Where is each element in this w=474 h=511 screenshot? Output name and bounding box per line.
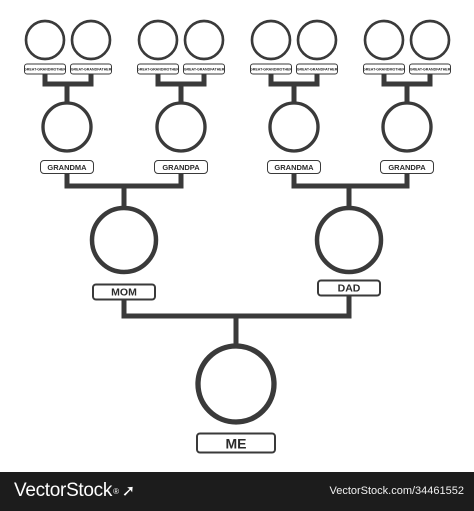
arrow-icon: ➚ [121, 483, 135, 500]
avatar-ring [41, 101, 93, 153]
person-great-grand-2 [70, 19, 112, 61]
person-great-grand-5 [250, 19, 292, 61]
avatar-ring [155, 101, 207, 153]
label-mom: MOM [92, 283, 156, 301]
label-great-grandmother-4: GREAT-GRANDMOTHER [363, 63, 405, 75]
avatar-circle [270, 103, 318, 151]
avatar-circle [383, 103, 431, 151]
family-tree-diagram: GREAT-GRANDMOTHER GREAT-GRANDFATHER GREA… [24, 19, 451, 454]
label-great-grandmother-2: GREAT-GRANDMOTHER [137, 63, 179, 75]
avatar-circle [317, 208, 381, 272]
avatar-circle [365, 21, 403, 59]
avatar-ring [268, 101, 320, 153]
avatar-ring [195, 343, 277, 425]
family-tree-svg [24, 19, 451, 425]
connectors [42, 71, 433, 349]
person-great-grand-1 [24, 19, 66, 61]
avatar-circle [185, 21, 223, 59]
avatar-circle [92, 208, 156, 272]
avatar-ring [363, 19, 405, 61]
avatar-circle [72, 21, 110, 59]
label-grandma-1: GRANDMA [40, 160, 94, 174]
person-grandma-2 [268, 101, 320, 153]
person-grandma-1 [41, 101, 93, 153]
person-great-grand-7 [363, 19, 405, 61]
person-dad [314, 205, 384, 275]
nodes [24, 19, 451, 425]
label-great-grandmother-3: GREAT-GRANDMOTHER [250, 63, 292, 75]
person-grandpa-1 [155, 101, 207, 153]
person-me [195, 343, 277, 425]
avatar-ring [250, 19, 292, 61]
vectorstock-logo: VectorStock® ➚ [14, 480, 135, 502]
avatar-ring [296, 19, 338, 61]
person-great-grand-8 [409, 19, 451, 61]
avatar-circle [298, 21, 336, 59]
avatar-ring [24, 19, 66, 61]
avatar-circle [43, 103, 91, 151]
avatar-circle [198, 346, 274, 422]
registered-mark: ® [113, 486, 119, 496]
label-grandma-2: GRANDMA [267, 160, 321, 174]
person-great-grand-4 [183, 19, 225, 61]
person-great-grand-6 [296, 19, 338, 61]
brand-name: VectorStock [14, 480, 113, 501]
label-grandpa-1: GRANDPA [154, 160, 208, 174]
avatar-ring [70, 19, 112, 61]
label-great-grandfather-4: GREAT-GRANDFATHER [409, 63, 451, 75]
avatar-ring [183, 19, 225, 61]
avatar-ring [89, 205, 159, 275]
label-grandpa-2: GRANDPA [380, 160, 434, 174]
avatar-circle [139, 21, 177, 59]
avatar-ring [314, 205, 384, 275]
avatar-circle [157, 103, 205, 151]
label-great-grandfather-3: GREAT-GRANDFATHER [296, 63, 338, 75]
avatar-circle [252, 21, 290, 59]
label-great-grandmother-1: GREAT-GRANDMOTHER [24, 63, 66, 75]
label-me: ME [196, 432, 276, 454]
connector-parents [121, 294, 352, 319]
image-reference: VectorStock.com/34461552 [329, 485, 464, 497]
avatar-ring [381, 101, 433, 153]
avatar-ring [409, 19, 451, 61]
avatar-circle [411, 21, 449, 59]
label-great-grandfather-1: GREAT-GRANDFATHER [70, 63, 112, 75]
label-great-grandfather-2: GREAT-GRANDFATHER [183, 63, 225, 75]
label-dad: DAD [317, 279, 381, 297]
person-grandpa-2 [381, 101, 433, 153]
person-mom [89, 205, 159, 275]
person-great-grand-3 [137, 19, 179, 61]
avatar-circle [26, 21, 64, 59]
avatar-ring [137, 19, 179, 61]
watermark-footer: VectorStock® ➚ VectorStock.com/34461552 [0, 472, 474, 511]
